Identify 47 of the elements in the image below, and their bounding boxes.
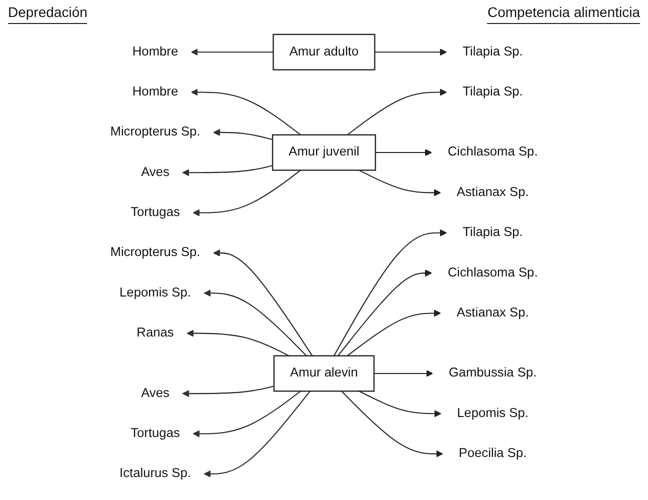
- arrow: [204, 390, 310, 478]
- species-box: Amur alevin: [273, 355, 375, 392]
- species-label: Lepomis Sp.: [120, 286, 191, 300]
- arrow: [374, 48, 447, 56]
- species-label: Gambussia Sp.: [448, 366, 537, 380]
- species-label: Micropterus Sp.: [110, 246, 200, 260]
- arrow: [334, 229, 447, 356]
- species-label: Poecilia Sp.: [458, 446, 527, 460]
- arrow: [186, 330, 290, 356]
- species-label: Hombre: [132, 44, 178, 59]
- species-label: Tilapia Sp.: [462, 85, 523, 99]
- arrow: [182, 165, 273, 176]
- arrow: [182, 386, 274, 398]
- arrow: [374, 370, 434, 377]
- species-label: Aves: [141, 386, 170, 400]
- section-heading: Depredación: [8, 4, 88, 24]
- species-label: Cichlasoma Sp.: [448, 145, 538, 159]
- arrow: [338, 270, 432, 356]
- species-label: Ranas: [136, 326, 174, 340]
- arrow: [190, 48, 274, 56]
- species-label: Ictalurus Sp.: [120, 466, 191, 480]
- arrow: [192, 390, 301, 438]
- arrow: [375, 149, 432, 156]
- species-label: Aves: [141, 165, 170, 180]
- arrow: [190, 88, 301, 136]
- species-label: Tilapia Sp.: [462, 44, 523, 59]
- arrow: [358, 170, 441, 196]
- species-label: Cichlasoma Sp.: [448, 266, 538, 280]
- arrow: [347, 88, 447, 136]
- species-label: Tilapia Sp.: [462, 226, 523, 240]
- arrow: [347, 310, 441, 356]
- section-heading: Competencia alimenticia: [487, 4, 640, 24]
- species-label: Tortugas: [130, 426, 180, 440]
- arrow: [341, 390, 444, 458]
- arrow: [192, 170, 301, 216]
- species-label: Micropterus Sp.: [110, 125, 200, 139]
- arrow: [204, 290, 307, 356]
- species-label: Hombre: [132, 85, 178, 99]
- arrow: [213, 249, 313, 356]
- arrow: [213, 128, 273, 140]
- species-label: Astianax Sp.: [456, 185, 529, 200]
- species-box: Amur adulto: [272, 34, 376, 70]
- species-label: Tortugas: [130, 206, 180, 220]
- species-label: Astianax Sp.: [456, 306, 529, 320]
- species-label: Lepomis Sp.: [457, 406, 528, 420]
- species-box: Amur juvenil: [272, 134, 376, 171]
- arrow: [358, 390, 442, 418]
